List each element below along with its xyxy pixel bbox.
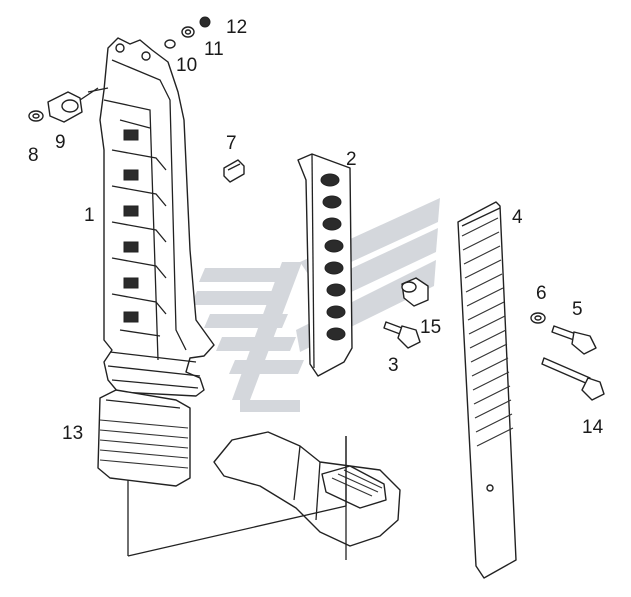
callout-15: 15 xyxy=(420,317,442,338)
part-7-clip xyxy=(223,159,245,183)
callout-13: 13 xyxy=(62,423,84,444)
part-3-bolt xyxy=(383,321,421,349)
callout-4: 4 xyxy=(512,207,523,228)
part-1-housing xyxy=(99,37,215,397)
part-9-sensor xyxy=(47,87,99,123)
part-13-filter xyxy=(97,389,191,487)
part-11-nut xyxy=(181,26,195,38)
callout-3: 3 xyxy=(388,355,399,376)
callout-8: 8 xyxy=(28,145,39,166)
part-2-rail xyxy=(297,153,353,377)
callout-2: 2 xyxy=(346,149,357,170)
callout-6: 6 xyxy=(536,283,547,304)
callout-12: 12 xyxy=(226,17,248,38)
callout-1: 1 xyxy=(84,205,95,226)
callout-5: 5 xyxy=(572,299,583,320)
callout-9: 9 xyxy=(55,132,66,153)
part-14-long-bolt xyxy=(541,357,605,401)
callout-14: 14 xyxy=(582,417,604,438)
part-12-nut xyxy=(199,16,211,28)
part-6-washer xyxy=(530,312,546,324)
callout-11: 11 xyxy=(204,39,224,60)
callout-7: 7 xyxy=(226,133,237,154)
part-4-plate xyxy=(457,201,517,579)
leader-lines xyxy=(87,87,347,560)
part-5-screw xyxy=(551,325,597,355)
part-10-washer xyxy=(164,39,176,49)
lower-assembly xyxy=(213,431,401,547)
part-8-seal xyxy=(28,110,44,122)
part-15-grommet xyxy=(401,277,429,307)
callout-10: 10 xyxy=(176,55,198,76)
